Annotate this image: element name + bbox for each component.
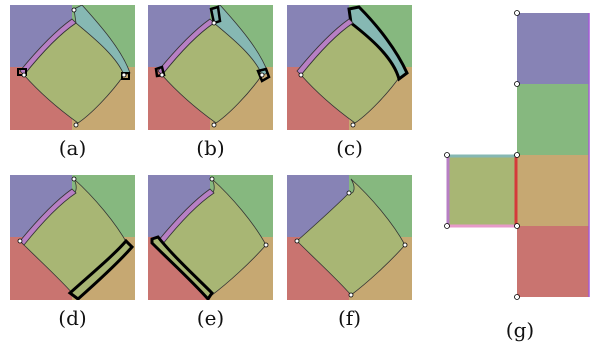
caption-a: (a): [58, 136, 87, 160]
vertex-node: [211, 20, 217, 26]
panel-f: [287, 175, 412, 300]
panel-f-figure: [287, 175, 412, 300]
vertex-node: [211, 122, 217, 128]
block-tan: [517, 155, 589, 226]
panel-a: [10, 5, 135, 130]
panel-d: [10, 175, 135, 300]
highlight-box: [209, 5, 222, 25]
vertex-node: [514, 223, 520, 229]
panel-e-figure: [148, 175, 273, 300]
vertex-node: [73, 122, 79, 128]
vertex-node: [21, 72, 27, 78]
panel-g: [438, 6, 595, 305]
vertex-node: [71, 7, 77, 13]
panel-c-figure: [287, 5, 412, 130]
diagonal-strip-highlighted: [150, 235, 214, 300]
panel-g-figure: [444, 10, 590, 300]
caption-c: (c): [336, 136, 363, 160]
panel-a-figure: [10, 5, 135, 130]
panel-b-figure: [148, 5, 273, 130]
block-green: [517, 84, 589, 155]
panel-e: [148, 175, 273, 300]
block-red: [517, 226, 589, 297]
caption-e: (e): [196, 306, 225, 330]
teal-strip-highlighted: [347, 5, 409, 82]
vertex-node: [348, 292, 354, 298]
panel-d-figure: [10, 175, 135, 300]
vertex-node: [514, 152, 520, 158]
vertex-node: [263, 242, 269, 248]
vertex-node: [444, 223, 450, 229]
caption-f: (f): [337, 306, 361, 330]
magenta-strip: [19, 188, 77, 246]
vertex-node: [259, 72, 265, 78]
highlight-box: [256, 67, 271, 83]
vertex-node: [71, 176, 77, 182]
vertex-node: [17, 238, 23, 244]
vertex-node: [514, 10, 520, 16]
vertex-node: [444, 152, 450, 158]
caption-b: (b): [196, 136, 225, 160]
block-purple: [517, 13, 589, 84]
panel-b: [148, 5, 273, 130]
vertex-node: [514, 294, 520, 300]
vertex-node: [121, 72, 127, 78]
diagonal-strip-highlighted: [67, 238, 135, 300]
vertex-node: [350, 122, 356, 128]
vertex-node: [514, 81, 520, 87]
caption-d: (d): [58, 306, 87, 330]
vertex-node: [402, 242, 408, 248]
panel-c: [287, 5, 412, 130]
block-olive: [446, 154, 518, 227]
vertex-node: [159, 72, 165, 78]
vertex-node: [298, 72, 304, 78]
caption-g: (g): [505, 318, 535, 342]
vertex-node: [346, 190, 352, 196]
vertex-node: [209, 176, 215, 182]
vertex-node: [294, 238, 300, 244]
